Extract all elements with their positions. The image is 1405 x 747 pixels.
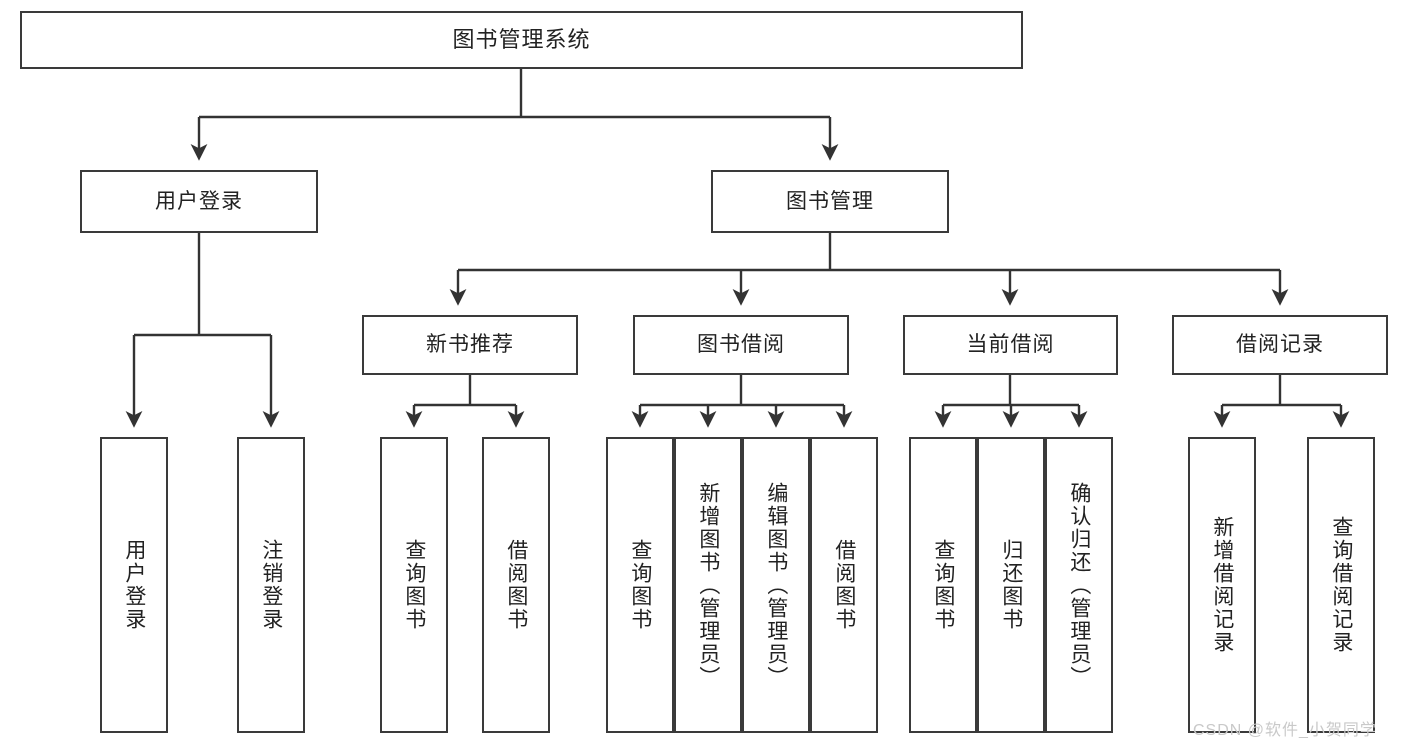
node-label: 查询借阅记录 <box>1329 516 1353 654</box>
node-current-borrowing[interactable]: 当前借阅 <box>903 315 1118 375</box>
node-label: 借阅图书 <box>504 539 528 631</box>
node-label: 借阅记录 <box>1236 333 1324 357</box>
node-label: 图书管理系统 <box>452 26 591 52</box>
node-label: 用户登录 <box>122 539 146 631</box>
leaf-query-books-current[interactable]: 查询图书 <box>909 437 977 733</box>
leaf-add-book-admin[interactable]: 新增图书（管理员） <box>674 437 742 733</box>
leaf-return-books[interactable]: 归还图书 <box>977 437 1045 733</box>
leaf-query-borrow-record[interactable]: 查询借阅记录 <box>1307 437 1375 733</box>
node-label: 新增图书（管理员） <box>696 481 720 689</box>
node-label: 查询图书 <box>628 539 652 631</box>
leaf-confirm-return-admin[interactable]: 确认归还（管理员） <box>1045 437 1113 733</box>
node-label: 归还图书 <box>999 539 1023 631</box>
leaf-query-books-recommendation[interactable]: 查询图书 <box>380 437 448 733</box>
leaf-logout[interactable]: 注销登录 <box>237 437 305 733</box>
leaf-add-borrow-record[interactable]: 新增借阅记录 <box>1188 437 1256 733</box>
node-root-library-system[interactable]: 图书管理系统 <box>20 11 1023 69</box>
node-label: 查询图书 <box>931 539 955 631</box>
node-book-borrowing[interactable]: 图书借阅 <box>633 315 849 375</box>
node-label: 新书推荐 <box>426 333 514 357</box>
node-label: 图书管理 <box>786 189 874 213</box>
node-borrowing-records[interactable]: 借阅记录 <box>1172 315 1388 375</box>
node-label: 编辑图书（管理员） <box>764 481 788 689</box>
node-book-management[interactable]: 图书管理 <box>711 170 949 233</box>
node-label: 注销登录 <box>259 539 283 631</box>
node-user-login[interactable]: 用户登录 <box>80 170 318 233</box>
leaf-borrow-books-recommendation[interactable]: 借阅图书 <box>482 437 550 733</box>
node-new-book-recommendation[interactable]: 新书推荐 <box>362 315 578 375</box>
node-label: 用户登录 <box>155 189 243 213</box>
node-label: 新增借阅记录 <box>1210 516 1234 654</box>
leaf-user-login[interactable]: 用户登录 <box>100 437 168 733</box>
node-label: 查询图书 <box>402 539 426 631</box>
leaf-query-books-borrowing[interactable]: 查询图书 <box>606 437 674 733</box>
node-label: 当前借阅 <box>966 333 1055 357</box>
node-label: 借阅图书 <box>832 539 856 631</box>
leaf-borrow-books[interactable]: 借阅图书 <box>810 437 878 733</box>
node-label: 确认归还（管理员） <box>1067 481 1091 689</box>
leaf-edit-book-admin[interactable]: 编辑图书（管理员） <box>742 437 810 733</box>
node-label: 图书借阅 <box>697 333 785 357</box>
watermark: CSDN @软件_小贺同学 <box>1193 722 1377 739</box>
